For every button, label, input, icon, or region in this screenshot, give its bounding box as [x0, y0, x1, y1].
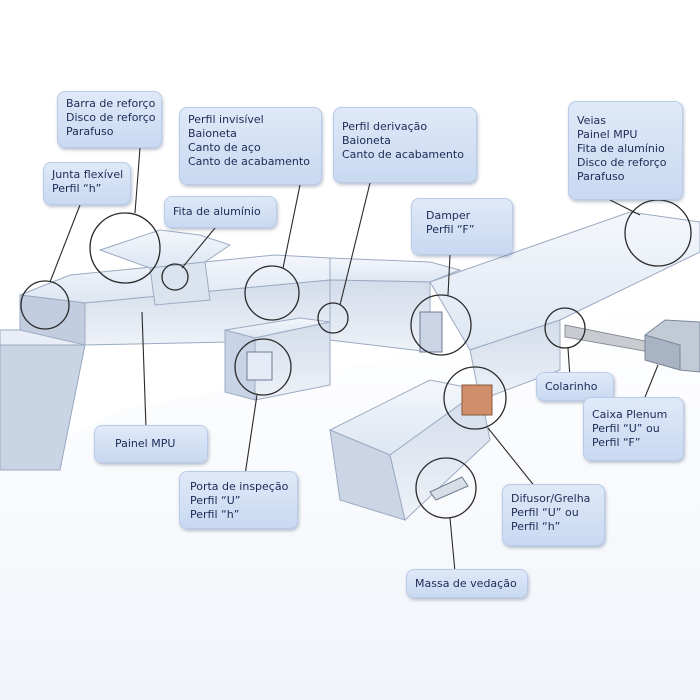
callout-difusor-line-2: Perfil “U” ou: [511, 506, 579, 519]
callout-invisivel-line-2: Baioneta: [188, 127, 237, 140]
callout-derivacao-line-1: Perfil derivação: [342, 120, 428, 133]
plenum-box: [644, 319, 700, 373]
detail-circle-barra: [89, 212, 161, 284]
damper-frame: [419, 311, 443, 353]
callout-veias: Veias Painel MPU Fita de alumínio Disco …: [568, 101, 683, 200]
detail-circle-porta: [234, 338, 292, 396]
detail-circle-massa: [415, 457, 477, 519]
callout-veias-line-3: Fita de alumínio: [577, 142, 665, 155]
callout-derivacao-line-2: Baioneta: [342, 134, 391, 147]
callout-invisivel-line-4: Canto de acabamento: [188, 155, 310, 168]
callout-barra-line-3: Parafuso: [66, 125, 114, 138]
front-duct: [328, 379, 493, 521]
callout-massa: Massa de vedação: [406, 569, 528, 598]
middle-duct: [329, 257, 462, 353]
branch-duct: [224, 317, 331, 401]
callout-derivacao: Perfil derivação Baioneta Canto de acaba…: [333, 107, 477, 183]
callout-barra-line-1: Barra de reforço: [66, 97, 156, 110]
callout-junta-line-2: Perfil “h”: [52, 182, 102, 195]
callout-difusor: Difusor/Grelha Perfil “U” ou Perfil “h”: [502, 484, 605, 546]
callout-veias-line-1: Veias: [577, 114, 606, 127]
callout-damper: Damper Perfil “F”: [411, 198, 513, 255]
callout-plenum-line-1: Caixa Plenum: [592, 408, 668, 421]
callout-difusor-line-3: Perfil “h”: [511, 520, 561, 533]
callout-painel-line-1: Painel MPU: [115, 437, 176, 450]
callout-invisivel: Perfil invisível Baioneta Canto de aço C…: [179, 107, 322, 185]
detail-circle-junta: [20, 280, 70, 330]
callout-veias-line-5: Parafuso: [577, 170, 625, 183]
callout-plenum: Caixa Plenum Perfil “U” ou Perfil “F”: [583, 397, 684, 461]
callout-fita-line-1: Fita de alumínio: [173, 205, 261, 218]
callout-veias-line-2: Painel MPU: [577, 128, 638, 141]
detail-circles: [20, 199, 692, 519]
callout-plenum-line-2: Perfil “U” ou: [592, 422, 660, 435]
detail-circle-colarinho: [544, 307, 586, 349]
callout-massa-line-1: Massa de vedação: [415, 577, 517, 590]
callout-porta: Porta de inspeção Perfil “U” Perfil “h”: [179, 471, 298, 529]
callout-porta-line-3: Perfil “h”: [190, 508, 240, 521]
callout-derivacao-line-3: Canto de acabamento: [342, 148, 464, 161]
detail-circle-veias: [624, 199, 692, 267]
callout-porta-line-1: Porta de inspeção: [190, 480, 289, 493]
callout-painel: Painel MPU: [94, 425, 208, 463]
inspection-door: [246, 351, 273, 381]
callout-porta-line-2: Perfil “U”: [190, 494, 241, 507]
elbow-duct: [98, 229, 232, 306]
leader-lines: [49, 147, 659, 573]
callout-invisivel-line-3: Canto de aço: [188, 141, 261, 154]
callout-colarinho-line-1: Colarinho: [545, 380, 598, 393]
callout-barra: Barra de reforço Disco de reforço Parafu…: [57, 91, 162, 148]
callout-difusor-line-1: Difusor/Grelha: [511, 492, 591, 505]
callout-barra-line-2: Disco de reforço: [66, 111, 156, 124]
callout-damper-line-1: Damper: [426, 209, 471, 222]
callout-veias-line-4: Disco de reforço: [577, 156, 667, 169]
detail-circle-fita: [161, 263, 189, 291]
detail-circle-damper: [410, 294, 472, 356]
callout-invisivel-line-1: Perfil invisível: [188, 113, 264, 126]
detail-circle-invisivel: [244, 265, 300, 321]
callout-fita: Fita de alumínio: [164, 196, 277, 228]
detail-circle-difusor: [443, 366, 507, 430]
callout-junta-line-1: Junta flexível: [52, 168, 124, 181]
callout-damper-line-2: Perfil “F”: [426, 223, 475, 236]
diffuser-grille: [461, 384, 493, 416]
callout-colarinho: Colarinho: [536, 372, 614, 401]
callout-plenum-line-3: Perfil “F”: [592, 436, 641, 449]
sealant-tube: [429, 476, 469, 501]
callout-junta: Junta flexível Perfil “h”: [43, 162, 131, 205]
detail-circle-derivacao: [317, 302, 349, 334]
diagonal-duct: [429, 211, 700, 401]
